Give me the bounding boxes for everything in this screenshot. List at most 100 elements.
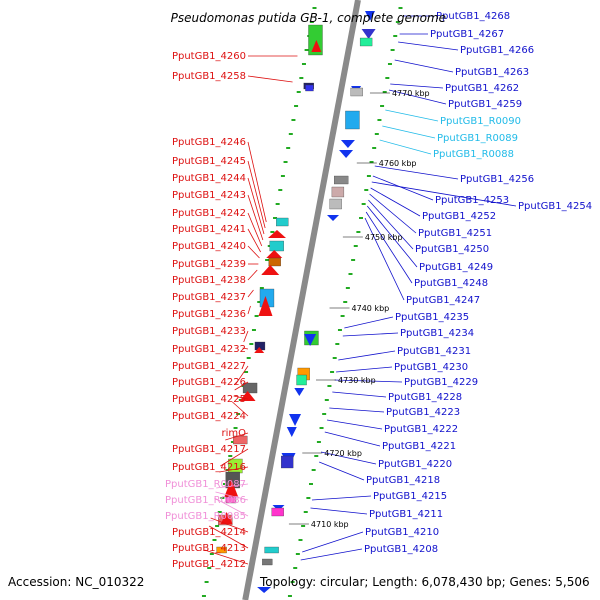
left-feature-label[interactable]: PputGB1_4246 <box>172 137 246 148</box>
left-feature-label[interactable]: PputGB1_4243 <box>172 190 246 201</box>
feature-arrow[interactable] <box>327 215 340 221</box>
right-feature-label[interactable]: PputGB1_4251 <box>418 228 492 239</box>
feature-arrow[interactable] <box>364 11 375 21</box>
left-feature-label[interactable]: PputGB1_4239 <box>172 259 246 270</box>
left-feature-label[interactable]: PputGB1_4227 <box>172 361 246 372</box>
left-feature-label[interactable]: PputGB1_4233 <box>172 326 246 337</box>
feature-glyph[interactable] <box>271 507 284 517</box>
left-feature-label[interactable]: PputGB1_4237 <box>172 292 246 303</box>
feature-arrow[interactable] <box>286 427 297 437</box>
left-feature-label[interactable]: PputGB1_4236 <box>172 309 246 320</box>
right-feature-label[interactable]: PputGB1_4266 <box>460 45 534 56</box>
feature-glyph[interactable] <box>350 87 363 97</box>
feature-arrow[interactable] <box>339 150 354 158</box>
left-feature-label[interactable]: PputGB1_4260 <box>172 51 246 62</box>
left-feature-label[interactable]: PputGB1_4240 <box>172 241 246 252</box>
feature-arrow[interactable] <box>304 334 317 346</box>
feature-glyph[interactable] <box>242 382 258 394</box>
right-feature-label[interactable]: PputGB1_4208 <box>364 544 438 555</box>
right-feature-label[interactable]: PputGB1_4249 <box>419 262 493 273</box>
feature-glyph[interactable] <box>262 558 273 566</box>
right-feature-label[interactable]: PputGB1_4211 <box>369 509 443 520</box>
left-feature-label[interactable]: PputGB1_4212 <box>172 559 246 570</box>
feature-glyph[interactable] <box>359 37 373 47</box>
feature-arrow[interactable] <box>268 230 287 238</box>
left-feature-label[interactable]: rimO <box>221 428 246 439</box>
right-feature-label[interactable]: PputGB1_4254 <box>518 201 592 212</box>
right-feature-label[interactable]: PputGB1_4220 <box>378 459 452 470</box>
feature-arrow[interactable] <box>266 250 283 258</box>
feature-arrow[interactable] <box>257 587 272 593</box>
right-feature-label[interactable]: PputGB1_4250 <box>415 244 489 255</box>
left-feature-label[interactable]: PputGB1_4258 <box>172 71 246 82</box>
left-feature-label[interactable]: PputGB1_4242 <box>172 208 246 219</box>
left-feature-label[interactable]: PputGB1_4241 <box>172 224 246 235</box>
right-feature-label[interactable]: PputGB1_R0088 <box>433 149 514 160</box>
right-feature-label[interactable]: PputGB1_4218 <box>366 475 440 486</box>
right-feature-label[interactable]: PputGB1_4252 <box>422 211 496 222</box>
right-feature-label[interactable]: PputGB1_4235 <box>395 312 469 323</box>
right-feature-label[interactable]: PputGB1_R0090 <box>440 116 521 127</box>
feature-glyph[interactable] <box>268 257 281 267</box>
feature-arrow[interactable] <box>261 265 280 275</box>
left-feature-label[interactable]: PputGB1_4245 <box>172 156 246 167</box>
right-feature-label[interactable]: PputGB1_4267 <box>430 29 504 40</box>
right-feature-label[interactable]: PputGB1_4253 <box>435 195 509 206</box>
feature-arrow[interactable] <box>258 296 273 316</box>
left-feature-label[interactable]: PputGB1_R0087 <box>165 479 246 490</box>
feature-arrow[interactable] <box>289 414 302 426</box>
right-feature-label[interactable]: PputGB1_4259 <box>448 99 522 110</box>
feature-glyph[interactable] <box>305 84 314 92</box>
feature-arrow[interactable] <box>361 29 376 39</box>
right-feature-label[interactable]: PputGB1_4248 <box>414 278 488 289</box>
feature-glyph[interactable] <box>269 240 284 252</box>
feature-glyph[interactable] <box>331 186 345 198</box>
left-feature-label[interactable]: PputGB1_4214 <box>172 527 246 538</box>
right-feature-label[interactable]: PputGB1_4223 <box>386 407 460 418</box>
feature-glyph[interactable] <box>345 110 360 130</box>
feature-glyph[interactable] <box>334 175 349 185</box>
right-feature-label[interactable]: PputGB1_4247 <box>406 295 480 306</box>
right-feature-label[interactable]: PputGB1_4268 <box>436 11 510 22</box>
left-feature-label[interactable]: PputGB1_R0085 <box>165 511 246 522</box>
feature-arrow[interactable] <box>311 40 322 52</box>
left-feature-label[interactable]: PputGB1_4238 <box>172 275 246 286</box>
left-feature-label[interactable]: PputGB1_R0086 <box>165 495 246 506</box>
left-feature-label[interactable]: PputGB1_4216 <box>172 462 246 473</box>
feature-glyph[interactable] <box>329 198 342 210</box>
feature-glyph[interactable] <box>264 546 279 554</box>
feature-glyph[interactable] <box>216 546 227 554</box>
feature-glyph[interactable] <box>276 217 289 227</box>
left-feature-label[interactable]: PputGB1_4217 <box>172 444 246 455</box>
right-feature-label[interactable]: PputGB1_4228 <box>388 392 462 403</box>
feature-arrow[interactable] <box>254 347 265 353</box>
right-feature-label[interactable]: PputGB1_4262 <box>445 83 519 94</box>
feature-arrow[interactable] <box>294 388 305 396</box>
right-feature-label[interactable]: PputGB1_4210 <box>365 527 439 538</box>
right-feature-label[interactable]: PputGB1_4256 <box>460 174 534 185</box>
left-feature-label[interactable]: PputGB1_4226 <box>172 377 246 388</box>
right-feature-label[interactable]: PputGB1_4230 <box>394 362 468 373</box>
right-feature-label[interactable]: PputGB1_4231 <box>397 346 471 357</box>
right-feature-label[interactable]: PputGB1_4234 <box>400 328 474 339</box>
right-feature-label[interactable]: PputGB1_4229 <box>404 377 478 388</box>
feature-glyph[interactable] <box>280 455 294 469</box>
left-feature-label[interactable]: PputGB1_4225 <box>172 394 246 405</box>
feature-glyph[interactable] <box>225 496 237 504</box>
right-feature-label[interactable]: PputGB1_4215 <box>373 491 447 502</box>
left-feature-label[interactable]: PputGB1_4232 <box>172 344 246 355</box>
feature-glyph[interactable] <box>233 435 248 445</box>
feature-arrow[interactable] <box>220 512 233 524</box>
left-label-connector <box>208 525 249 549</box>
right-feature-label[interactable]: PputGB1_R0089 <box>437 133 518 144</box>
right-feature-label[interactable]: PputGB1_4221 <box>382 441 456 452</box>
feature-arrow[interactable] <box>239 391 256 401</box>
right-feature-label[interactable]: PputGB1_4222 <box>384 424 458 435</box>
left-feature-label[interactable]: PputGB1_4224 <box>172 411 246 422</box>
right-feature-label[interactable]: PputGB1_4263 <box>455 67 529 78</box>
left-feature-label[interactable]: PputGB1_4213 <box>172 543 246 554</box>
feature-arrow[interactable] <box>340 140 355 148</box>
feature-arrow[interactable] <box>224 479 239 497</box>
left-feature-label[interactable]: PputGB1_4244 <box>172 173 246 184</box>
feature-glyph[interactable] <box>296 374 307 386</box>
